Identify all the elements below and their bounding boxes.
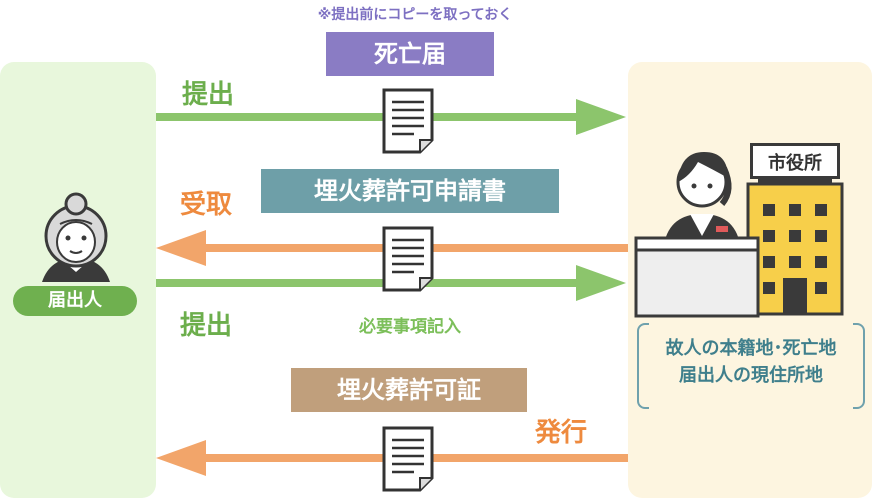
city-office-sign: 市役所 bbox=[750, 143, 840, 179]
clerk-icon bbox=[664, 152, 740, 244]
application-label: 埋火葬許可申請書 bbox=[261, 169, 559, 213]
office-jurisdiction-box: 故人の本籍地･死亡地 届出人の現住所地 bbox=[637, 323, 865, 409]
document-icon bbox=[382, 226, 434, 292]
death-notice-label: 死亡届 bbox=[326, 32, 494, 76]
submit-label: 提出 bbox=[180, 311, 233, 341]
office-building-icon bbox=[746, 175, 844, 316]
bracket-left bbox=[637, 323, 649, 409]
bracket-right bbox=[853, 323, 865, 409]
applicant-tag: 届出人 bbox=[13, 286, 137, 316]
reception-counter bbox=[634, 236, 760, 318]
issue-label: 発行 bbox=[535, 418, 588, 448]
document-icon bbox=[382, 426, 434, 492]
receive-label: 受取 bbox=[180, 190, 233, 220]
submit-label: 提出 bbox=[182, 80, 235, 110]
jurisdiction-line-2: 届出人の現住所地 bbox=[679, 365, 823, 386]
arrow-submit-death-notice bbox=[156, 99, 626, 135]
copy-note: ※提出前にコピーを取っておく bbox=[317, 7, 513, 23]
arrow-submit-application bbox=[156, 265, 626, 301]
permit-label: 埋火葬許可証 bbox=[291, 368, 527, 412]
document-icon bbox=[382, 88, 434, 154]
jurisdiction-line-1: 故人の本籍地･死亡地 bbox=[665, 338, 837, 359]
elderly-person-icon bbox=[42, 192, 110, 282]
required-entry-note: 必要事項記入 bbox=[359, 317, 461, 337]
